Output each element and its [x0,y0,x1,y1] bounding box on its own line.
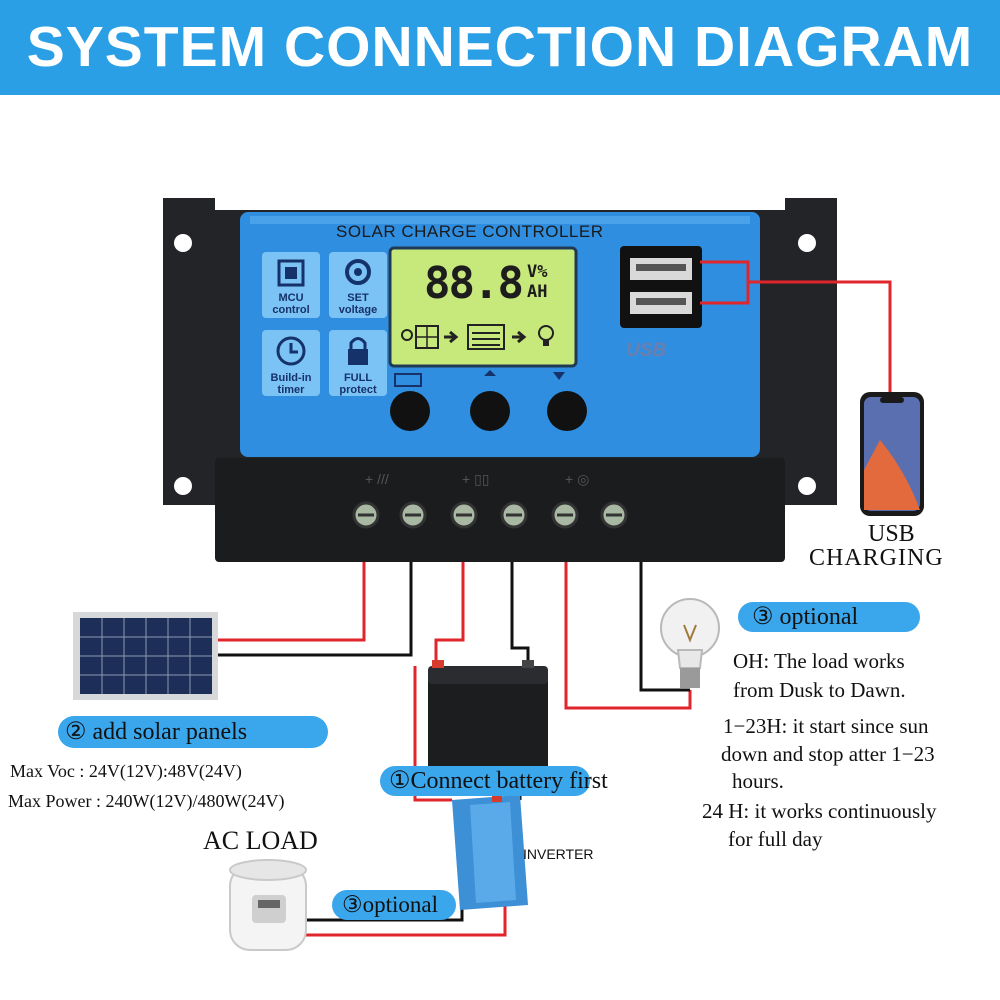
load-note-line: 24 H: it works continuously [702,799,937,823]
full-protect-label: FULL protect [339,372,377,396]
load-note-line: OH: The load works [733,649,905,673]
lcd-digits: 88.8 [424,258,524,309]
smartphone [860,392,924,516]
solar-terminal-icon: + /// [365,471,389,487]
ac-load-wire [300,905,464,922]
usb-charging-line2: CHARGING [809,545,944,571]
battery-inverter-wire [413,666,452,802]
set-voltage-label: SET voltage [338,292,378,316]
ac-optional-pill [332,890,456,920]
load-note-line: from Dusk to Dawn. [733,678,906,702]
down-legend-icon [553,372,565,380]
terminal-screws [352,501,628,529]
usb-wire [748,280,892,392]
max-power-text: Max Power : 240W(12V)/480W(24V) [8,791,285,811]
charge-controller: + /// + ▯▯ + ◎ [163,198,837,562]
battery-negative-terminal-icon [522,660,534,668]
solar-negative-wire [218,562,413,657]
clock-icon [276,336,306,366]
battery-label: ①Connect battery first [389,768,608,794]
ac-optional-label: ③optional [342,892,438,917]
battery-positive-terminal-icon [432,660,444,668]
menu-legend-icon [394,373,422,387]
lcd-units: V% AH [527,262,563,302]
solar-positive-wire [218,562,366,642]
ac-load-wire [300,905,507,937]
sun-icon [401,329,413,341]
load-note-line: down and stop atter 1−23 [721,742,935,766]
usb-charging-line1: USB [868,521,915,547]
rice-cooker [229,859,307,951]
battery-pill [380,766,590,796]
inverter-terminal-icon [492,790,502,802]
solar-panels-pill [58,716,328,748]
chip-icon [277,259,305,287]
lcd-unit-bottom: AH [527,282,548,302]
solar-panel [73,612,218,700]
ac-load-label: AC LOAD [203,826,318,855]
load-note-line: 1−23H: it start since sun [723,714,929,738]
load-note-line: hours. [732,769,784,793]
usb-logo: USB [626,340,667,361]
gear-icon [345,259,371,285]
battery [428,660,548,776]
title-banner [0,0,1000,95]
mount-hole-icon [174,234,192,252]
menu-button[interactable] [390,391,430,431]
battery-terminal-icon: + ▯▯ [462,471,489,487]
inverter-label: INVERTER [523,846,594,862]
terminal-block [215,458,785,562]
mount-hole-icon [798,234,816,252]
arrow-icon [512,330,527,344]
mount-hole-icon [798,477,816,495]
diagram-title: SYSTEM CONNECTION DIAGRAM [26,15,974,79]
max-voc-text: Max Voc : 24V(12V):48V(24V) [10,761,242,781]
down-button[interactable] [547,391,587,431]
inverter [452,790,528,910]
solar-panels-label: ② add solar panels [65,719,248,745]
lcd-unit-top: V% [527,262,548,282]
arrow-icon [444,330,459,344]
load-note-line: for full day [728,827,823,851]
load-optional-pill [738,602,920,632]
lcd-flow-icons [401,324,554,350]
battery-positive-wire [434,562,465,665]
battery-negative-wire [510,562,530,665]
controller-title: SOLAR CHARGE CONTROLLER [336,222,604,241]
plus-up-legend-icon [484,370,496,376]
load-optional-label: ③ optional [752,604,859,630]
build-in-timer-label: Build-in timer [270,372,312,396]
load-positive-wire [564,562,692,710]
load-negative-wire [639,562,690,692]
lock-icon [348,349,368,365]
battery-icon [467,324,505,350]
light-bulb [660,598,720,688]
up-button[interactable] [470,391,510,431]
load-terminal-icon: + ◎ [565,471,589,487]
mcu-control-label: MCU control [272,292,310,316]
mount-hole-icon [174,477,192,495]
